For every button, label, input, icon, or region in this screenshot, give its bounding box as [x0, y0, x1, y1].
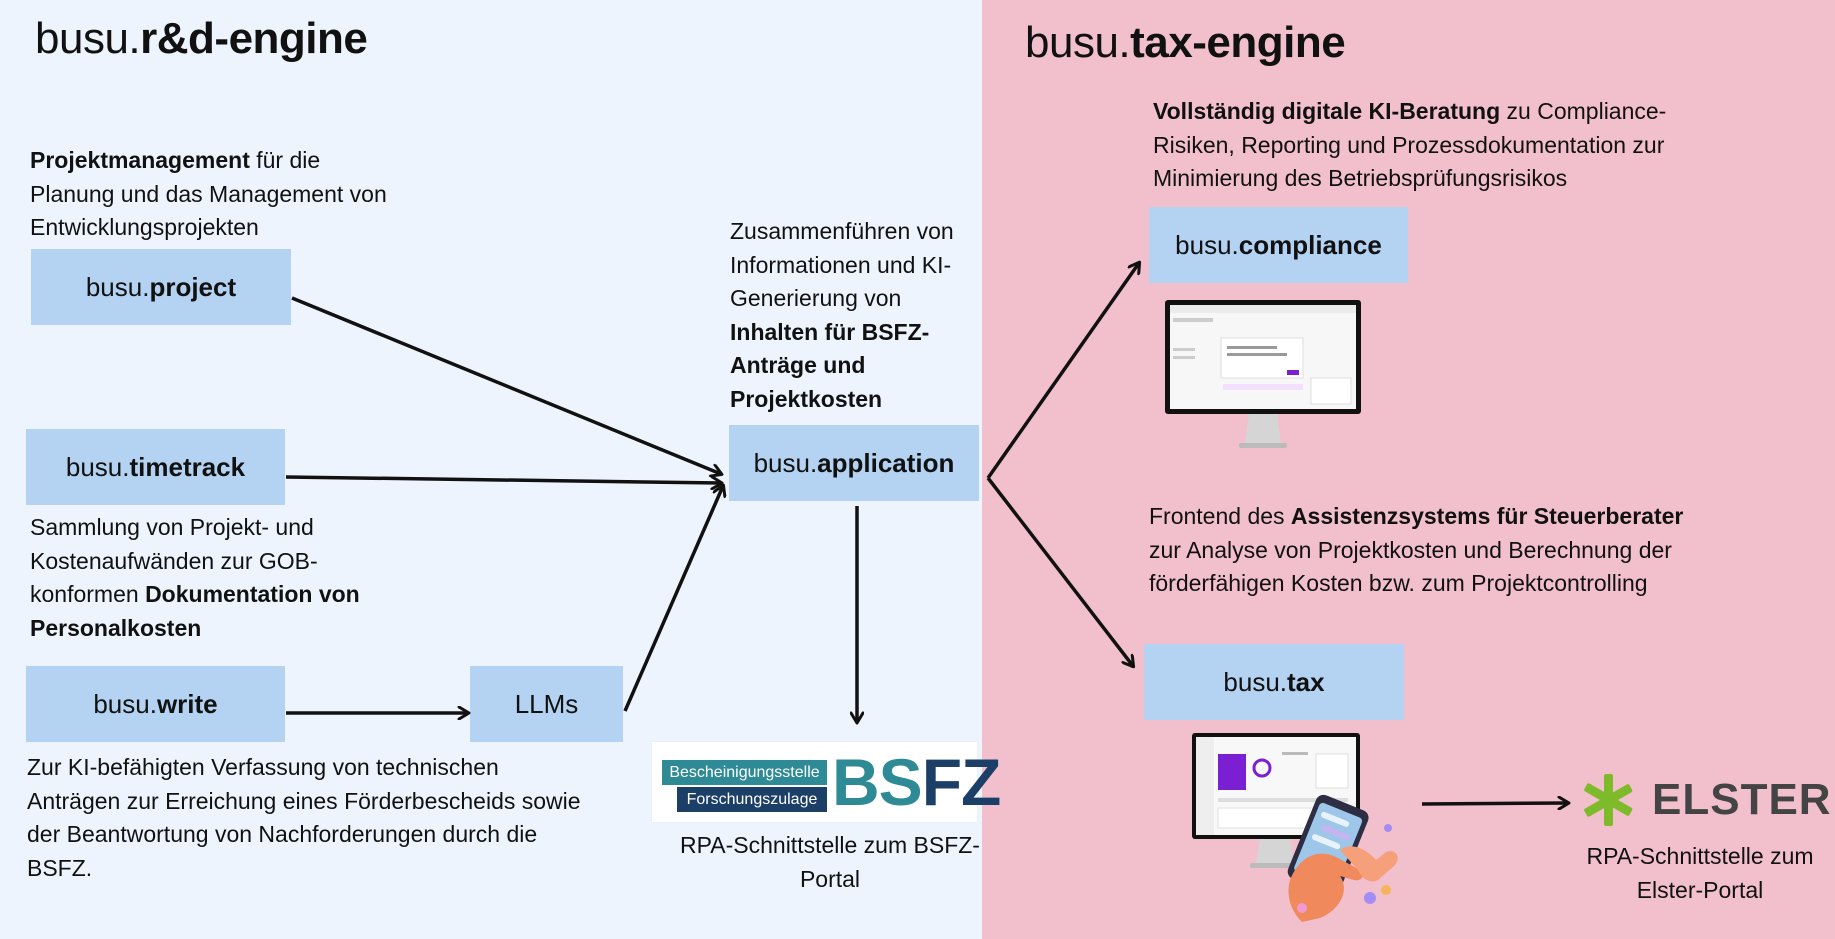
timetrack-description: Sammlung von Projekt- und Kostenaufwände… — [30, 514, 360, 641]
tax-box: busu.tax — [1144, 644, 1404, 720]
bsfz-wordmark: BSFZ — [832, 745, 1001, 819]
bsfz-tag-bescheinigungsstelle: Bescheinigungsstelle — [662, 760, 827, 785]
tax-monitor-icon — [1192, 733, 1398, 922]
write-description: Zur KI-befähigten Verfassung von technis… — [27, 754, 581, 881]
arrow-tax-to-elster — [1421, 803, 1568, 804]
arrow-to-tax — [986, 476, 1133, 666]
elster-wordmark: ELSTER — [1652, 775, 1832, 824]
timetrack-box: busu.timetrack — [26, 429, 285, 505]
write-box: busu.write — [26, 666, 285, 742]
bsfz-logo: Bescheinigungsstelle Forschungszulage BS… — [652, 742, 1001, 822]
application-description: Zusammenführen von Informationen und KI-… — [730, 218, 954, 412]
bsfz-caption: RPA-Schnittstelle zum BSFZ-Portal — [680, 832, 980, 892]
arrow-llms-to-application — [623, 486, 723, 712]
arrow-project-to-application — [291, 296, 721, 474]
compliance-box: busu.compliance — [1149, 207, 1408, 283]
compliance-description: Vollständig digitale KI-Beratung zu Comp… — [1153, 98, 1667, 191]
compliance-monitor-icon — [1165, 300, 1361, 448]
tax-description: Frontend des Assistenzsystems für Steuer… — [1149, 503, 1684, 596]
elster-caption: RPA-Schnittstelle zum Elster-Portal — [1586, 843, 1814, 903]
tax-engine-title: busu.tax-engine — [1025, 18, 1346, 67]
tax-engine-panel — [982, 0, 1835, 939]
elster-star-icon — [1584, 774, 1633, 826]
project-box: busu.project — [31, 249, 291, 325]
bsfz-tag-forschungszulage: Forschungszulage — [677, 787, 827, 812]
rd-engine-title: busu.r&d-engine — [35, 14, 368, 63]
arrow-timetrack-to-application — [285, 475, 721, 483]
arrow-to-compliance — [986, 263, 1139, 480]
llms-box: LLMs — [470, 666, 623, 742]
project-description: Projektmanagement für die Planung und da… — [30, 147, 387, 240]
application-box: busu.application — [729, 425, 979, 501]
